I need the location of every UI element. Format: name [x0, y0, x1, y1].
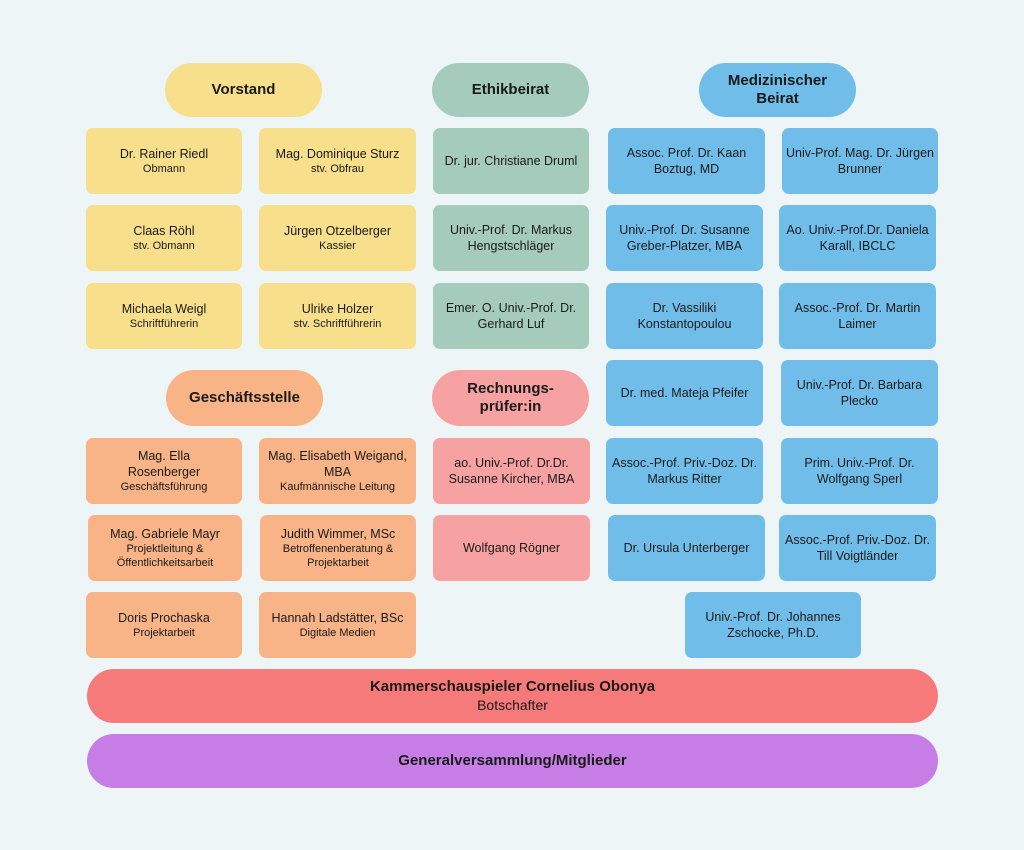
beirat-member: Dr. med. Mateja Pfeifer: [606, 360, 763, 426]
member-role: Betroffenenberatung & Projektarbeit: [282, 543, 394, 569]
beirat-member: Dr. Vassiliki Konstantopoulou: [606, 283, 763, 349]
member-role: Geschäftsführung: [120, 481, 208, 493]
rechnungspruefer-member: Wolfgang Rögner: [433, 515, 590, 581]
vorstand-member: Dr. Rainer Riedl Obmann: [86, 128, 242, 194]
member-role: Obmann: [142, 163, 186, 175]
member-name: Mag. Ella Rosenberger: [127, 449, 201, 479]
rechnungspruefer-header: Rechnungs-prüfer:in: [432, 370, 589, 426]
beirat-member: Assoc.-Prof. Priv.-Doz. Dr. Markus Ritte…: [606, 438, 763, 504]
vorstand-member: Mag. Dominique Sturz stv. Obfrau: [259, 128, 416, 194]
beirat-member: Univ.-Prof. Dr. Susanne Greber-Platzer, …: [606, 205, 763, 271]
geschaeftsstelle-member: Doris Prochaska Projektarbeit: [86, 592, 242, 658]
beirat-member: Univ.-Prof. Dr. Barbara Plecko: [781, 360, 938, 426]
vorstand-header: Vorstand: [165, 63, 322, 117]
member-role: stv. Schriftführerin: [293, 318, 382, 330]
geschaeftsstelle-member: Hannah Ladstätter, BSc Digitale Medien: [259, 592, 416, 658]
beirat-member: Assoc. Prof. Dr. Kaan Boztug, MD: [608, 128, 765, 194]
generalversammlung-title: Generalversammlung/Mitglieder: [398, 752, 627, 769]
member-name: Dr. Ursula Unterberger: [623, 541, 750, 555]
member-role: Projektleitung & Öffentlichkeitsarbeit: [116, 543, 214, 569]
member-name: Mag. Dominique Sturz: [275, 147, 400, 161]
member-role: Kassier: [319, 240, 356, 252]
member-name: Ao. Univ.-Prof.Dr. Daniela Karall, IBCLC: [786, 223, 929, 253]
member-name: Assoc. Prof. Dr. Kaan Boztug, MD: [626, 146, 747, 176]
geschaeftsstelle-header: Geschäftsstelle: [166, 370, 323, 426]
geschaeftsstelle-member: Mag. Ella Rosenberger Geschäftsführung: [86, 438, 242, 504]
member-name: Univ.-Prof. Dr. Markus Hengstschläger: [449, 223, 572, 253]
ethikbeirat-member: Emer. O. Univ.-Prof. Dr. Gerhard Luf: [433, 283, 589, 349]
vorstand-member: Michaela Weigl Schriftführerin: [86, 283, 242, 349]
member-name: Dr. jur. Christiane Druml: [444, 154, 578, 168]
member-name: Ulrike Holzer: [301, 302, 374, 316]
beirat-member: Prim. Univ.-Prof. Dr. Wolfgang Sperl: [781, 438, 938, 504]
member-name: Dr. med. Mateja Pfeifer: [620, 386, 749, 400]
member-name: Assoc.-Prof. Dr. Martin Laimer: [794, 301, 921, 331]
member-name: Mag. Elisabeth Weigand, MBA: [268, 449, 407, 479]
member-name: Emer. O. Univ.-Prof. Dr. Gerhard Luf: [445, 301, 577, 331]
member-name: Dr. Vassiliki Konstantopoulou: [637, 301, 732, 331]
geschaeftsstelle-member: Mag. Gabriele Mayr Projektleitung & Öffe…: [88, 515, 242, 581]
member-name: Dr. Rainer Riedl: [119, 147, 209, 161]
member-name: Wolfgang Rögner: [462, 541, 561, 555]
botschafter-role: Botschafter: [477, 697, 548, 713]
member-name: Univ.-Prof. Dr. Johannes Zschocke, Ph.D.: [705, 610, 841, 640]
ethikbeirat-member: Univ.-Prof. Dr. Markus Hengstschläger: [433, 205, 589, 271]
beirat-member: Assoc.-Prof. Priv.-Doz. Dr. Till Voigtlä…: [779, 515, 936, 581]
member-role: Digitale Medien: [299, 627, 376, 639]
member-name: Assoc.-Prof. Priv.-Doz. Dr. Till Voigtlä…: [785, 533, 930, 563]
member-name: Hannah Ladstätter, BSc: [271, 611, 404, 625]
ethikbeirat-member: Dr. jur. Christiane Druml: [433, 128, 589, 194]
botschafter-bar: Kammerschauspieler Cornelius Obonya Bots…: [87, 669, 938, 723]
rechnungspruefer-member: ao. Univ.-Prof. Dr.Dr. Susanne Kircher, …: [433, 438, 590, 504]
member-role: stv. Obfrau: [311, 163, 364, 175]
beirat-member: Univ.-Prof. Dr. Johannes Zschocke, Ph.D.: [685, 592, 861, 658]
member-role: Projektarbeit: [133, 627, 195, 639]
member-name: Assoc.-Prof. Priv.-Doz. Dr. Markus Ritte…: [612, 456, 757, 486]
vorstand-member: Jürgen Otzelberger Kassier: [259, 205, 416, 271]
generalversammlung-bar: Generalversammlung/Mitglieder: [87, 734, 938, 788]
member-name: Prim. Univ.-Prof. Dr. Wolfgang Sperl: [804, 456, 915, 486]
member-name: ao. Univ.-Prof. Dr.Dr. Susanne Kircher, …: [448, 456, 575, 486]
vorstand-member: Claas Röhl stv. Obmann: [86, 205, 242, 271]
ethikbeirat-header: Ethikbeirat: [432, 63, 589, 117]
member-name: Univ-Prof. Mag. Dr. Jürgen Brunner: [786, 146, 934, 176]
member-role: Schriftführerin: [129, 318, 199, 330]
member-name: Doris Prochaska: [118, 611, 210, 625]
botschafter-name: Kammerschauspieler Cornelius Obonya: [369, 678, 656, 695]
beirat-member: Ao. Univ.-Prof.Dr. Daniela Karall, IBCLC: [779, 205, 936, 271]
member-role: stv. Obmann: [133, 240, 195, 252]
member-role: Kaufmännische Leitung: [280, 481, 395, 493]
member-name: Michaela Weigl: [121, 302, 207, 316]
beirat-member: Dr. Ursula Unterberger: [608, 515, 765, 581]
beirat-member: Assoc.-Prof. Dr. Martin Laimer: [779, 283, 936, 349]
geschaeftsstelle-member: Judith Wimmer, MSc Betroffenenberatung &…: [260, 515, 416, 581]
member-name: Claas Röhl: [133, 224, 195, 238]
member-name: Univ.-Prof. Dr. Susanne Greber-Platzer, …: [619, 223, 750, 253]
vorstand-member: Ulrike Holzer stv. Schriftführerin: [259, 283, 416, 349]
member-name: Judith Wimmer, MSc: [280, 527, 396, 541]
member-name: Univ.-Prof. Dr. Barbara Plecko: [796, 378, 923, 408]
beirat-member: Univ-Prof. Mag. Dr. Jürgen Brunner: [782, 128, 938, 194]
member-name: Mag. Gabriele Mayr: [110, 527, 220, 541]
geschaeftsstelle-member: Mag. Elisabeth Weigand, MBA Kaufmännisch…: [259, 438, 416, 504]
medizinischer-beirat-header: Medizinischer Beirat: [699, 63, 856, 117]
member-name: Jürgen Otzelberger: [283, 224, 391, 238]
